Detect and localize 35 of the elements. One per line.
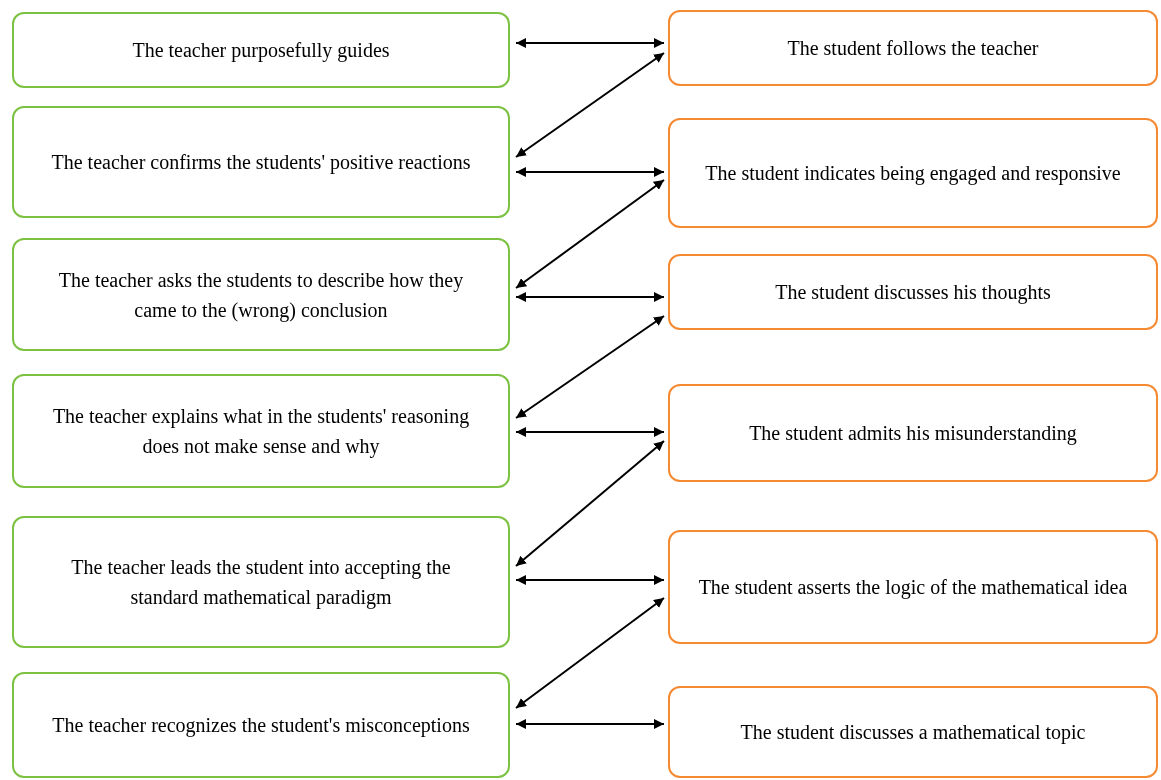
double-arrow: [515, 52, 665, 158]
double-arrow: [515, 179, 665, 289]
double-arrow: [515, 440, 665, 567]
box-text: The teacher explains what in the students' reasoning does not make sense and why: [51, 404, 471, 460]
box-text: The student admits his misunderstanding: [749, 421, 1077, 447]
box-text: The teacher leads the student into accepting the standard mathematical paradigm: [70, 555, 452, 611]
box-text: The student indicates being engaged and responsive: [705, 161, 1121, 187]
box-text: The teacher confirms the students' positive reactions: [51, 150, 471, 176]
double-arrow: [515, 315, 665, 419]
process-box: [12, 672, 510, 778]
double-arrow: [515, 167, 665, 177]
process-box: [12, 238, 510, 351]
double-arrow: [515, 597, 665, 709]
double-arrow: [515, 575, 665, 585]
box-text: The teacher purposefully guides: [132, 38, 390, 64]
box-text: The teacher asks the students to describe how they came to the (wrong) conclusion: [57, 267, 465, 324]
process-box: [668, 686, 1158, 778]
double-arrow: [515, 38, 665, 48]
process-box: [668, 118, 1158, 228]
process-box: [12, 374, 510, 488]
process-box: [668, 10, 1158, 86]
double-arrow: [515, 719, 665, 729]
box-text: The student discusses a mathematical topic: [740, 720, 1086, 746]
double-arrow: [515, 292, 665, 302]
process-box: [12, 516, 510, 648]
process-box: [668, 254, 1158, 330]
double-arrow: [515, 427, 665, 437]
process-box: [12, 106, 510, 218]
box-text: The student discusses his thoughts: [775, 280, 1051, 306]
process-box: [12, 12, 510, 88]
box-text: The teacher recognizes the student's misconceptions: [52, 713, 470, 739]
box-text: The student asserts the logic of the mathematical idea: [698, 575, 1128, 601]
box-text: The student follows the teacher: [787, 36, 1039, 61]
process-box: [668, 384, 1158, 482]
process-box: [668, 530, 1158, 644]
